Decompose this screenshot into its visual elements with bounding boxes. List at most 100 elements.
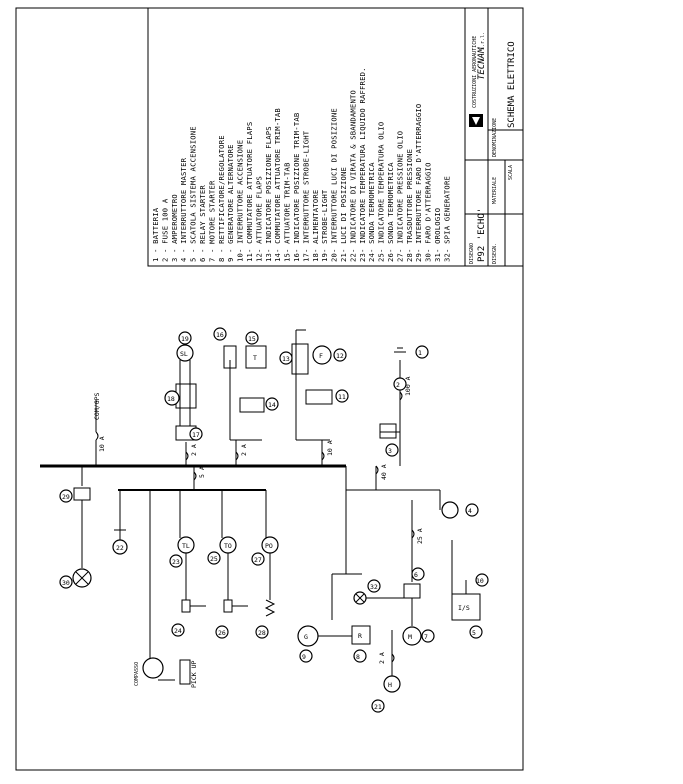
- r-label: R: [358, 632, 362, 640]
- component-12: 12: [336, 352, 344, 360]
- component-4: 4: [468, 507, 472, 515]
- to-label: TO: [224, 542, 232, 550]
- component-25: 25: [210, 555, 218, 563]
- title-drawn-label: DISEGN.: [492, 243, 498, 264]
- component-3: 3: [388, 447, 392, 455]
- fuse-2a-label: 2 A: [378, 652, 386, 664]
- component-16: 16: [216, 331, 224, 339]
- component-17: 17: [192, 431, 200, 439]
- compass-label: COMPASSO: [134, 662, 140, 686]
- legend-item: 12- ATTUATORE FLAPS: [254, 176, 263, 262]
- component-28: 28: [258, 629, 266, 637]
- f-label: F: [319, 352, 323, 360]
- m-label: M: [408, 633, 412, 641]
- title-brand-suffix: s.r.l.: [480, 32, 486, 50]
- legend-item: 27- INDICATORE PRESSIONE OLIO: [395, 131, 404, 262]
- legend-item: 20- INTERRUTTORE LUCI DI POSIZIONE: [330, 108, 339, 262]
- component-27: 27: [254, 556, 262, 564]
- fuse-40a-label: 40 A: [380, 464, 388, 480]
- component-10: 10: [476, 577, 484, 585]
- legend-item: 23- INDICATORE TEMPERATURA LIQUIDO RAFFR…: [358, 67, 367, 262]
- legend-item: 2 - FUSE 100 A: [160, 198, 169, 262]
- sheet-border: [15, 7, 524, 771]
- legend-item: 15- ATTUATORE TRIM-TAB: [283, 162, 292, 262]
- legend-item: 25- INDICATORE TEMPERATURA OLIO: [377, 122, 386, 262]
- clock-branch: COMPASSO PICK UP: [134, 490, 198, 688]
- legend-item: 8 - RETTIFICATORE/REGOLATORE: [217, 135, 226, 262]
- component-22: 22: [116, 544, 124, 552]
- trim-branch: 2 A 14 T 15 16: [213, 327, 279, 466]
- legend-item: 19- STROBE-LIGHT: [320, 189, 329, 262]
- legend-item: 32- SPIA GENERATORE: [442, 176, 451, 262]
- fuse-25a-label: 25 A: [416, 528, 424, 544]
- component-23: 23: [172, 558, 180, 566]
- component-21: 21: [374, 703, 382, 711]
- component-2: 2: [396, 381, 400, 389]
- legend-item: 24- SONDA TERMOMETRICA: [367, 162, 376, 262]
- legend-item: 22- INDICATORE DI VIRATA & SBANDAMENTO: [348, 90, 357, 262]
- title-brand: TECNAM: [477, 47, 487, 80]
- power-path: 40 A 3 100 A 2 1 4: [345, 345, 479, 519]
- h-label: H: [388, 681, 392, 689]
- pickup-label: PICK UP: [190, 661, 198, 688]
- component-29: 29: [62, 493, 70, 501]
- fuse-strobe-label: 2 A: [190, 444, 198, 456]
- fuse-com-gps-label: 10 A: [98, 436, 106, 452]
- title-drawing-number: P92 'ECHO': [477, 208, 487, 262]
- starter-branch: 25 A 6 M 7: [362, 500, 435, 646]
- legend-item: 13- INDICATORE POSIZIONE FLAPS: [264, 126, 273, 262]
- component-19: 19: [181, 335, 189, 343]
- component-1: 1: [418, 349, 422, 357]
- component-30: 30: [62, 579, 70, 587]
- turn-coordinator-branch: 22: [112, 490, 128, 555]
- component-9: 9: [302, 653, 306, 661]
- coolant-temp-branch: TL 23 24: [169, 490, 206, 637]
- legend-item: 10- INTERRUTTORE ACCENSIONE: [236, 140, 245, 262]
- g-label: G: [304, 633, 308, 641]
- title-main: SCHEMA ELETTRICO: [507, 41, 517, 128]
- component-24: 24: [174, 627, 182, 635]
- tl-label: TL: [182, 542, 190, 550]
- legend-item: 16- INDICATORE POSIZIONE TRIM-TAB: [292, 113, 301, 262]
- title-drawing-label: DISEGNO: [469, 243, 475, 264]
- legend-item: 28- TRASDUTTORE PRESSIONE: [405, 149, 414, 262]
- legend-item: 9 - GENERATORE ALTERNATORE: [226, 144, 235, 262]
- is-label: I/S: [458, 604, 470, 612]
- component-18: 18: [167, 395, 175, 403]
- legend-item: 17- INTERRUTTORE STROBE-LIGHT: [301, 130, 310, 262]
- com-gps-label: COM/GPS: [93, 393, 101, 420]
- legend-item: 6 - RELAY STARTER: [198, 185, 207, 262]
- component-14: 14: [268, 401, 276, 409]
- component-32: 32: [370, 583, 378, 591]
- legend-item: 29- INTERRUTTORE FARO D'ATTERRAGGIO: [414, 104, 423, 262]
- fuse-100a-label: 100 A: [404, 376, 412, 396]
- component-5: 5: [472, 629, 476, 637]
- legend-item: 14- COMMUTATORE ATTUATORE TRIM-TAB: [273, 108, 282, 262]
- component-6: 6: [414, 571, 418, 579]
- legend-item: 7 - MOTORE STARTER: [207, 180, 216, 262]
- title-block: COSTRUZIONI AERONAUTICHE TECNAM s.r.l. D…: [464, 8, 523, 266]
- legend-item: 31- OROLOGIO: [433, 208, 442, 262]
- component-26: 26: [218, 629, 226, 637]
- component-15: 15: [248, 335, 256, 343]
- strobe-branch: 2 A 17 18 SL 19: [164, 331, 203, 466]
- legend-item: 26- SONDA TERMOMETRICA: [386, 162, 395, 262]
- title-company: COSTRUZIONI AERONAUTICHE: [472, 36, 478, 108]
- legend-item: 21- LUCI DI POSIZIONE: [339, 167, 348, 262]
- oil-temp-branch: TO 25 26: [207, 490, 248, 639]
- legend-item: 11- COMMUTATORE ATTUATORE FLAPS: [245, 122, 254, 262]
- legend-frame: [147, 7, 524, 267]
- legend-item: 4 - INTERRUTTORE MASTER: [179, 157, 188, 262]
- legend-item: 3 - AMPEROMETRO: [170, 194, 179, 262]
- component-7: 7: [424, 633, 428, 641]
- component-8: 8: [356, 653, 360, 661]
- ignition-branch: I/S 5 10: [451, 540, 489, 639]
- fuse-flaps-label: 10 A: [326, 440, 334, 456]
- com-gps-branch: 10 A COM/GPS: [93, 393, 106, 466]
- legend-item: 1 - BATTERIA: [151, 207, 160, 262]
- legend-item: 18- ALIMENTATORE: [311, 190, 320, 262]
- landing-light-branch: 29 30: [59, 466, 92, 589]
